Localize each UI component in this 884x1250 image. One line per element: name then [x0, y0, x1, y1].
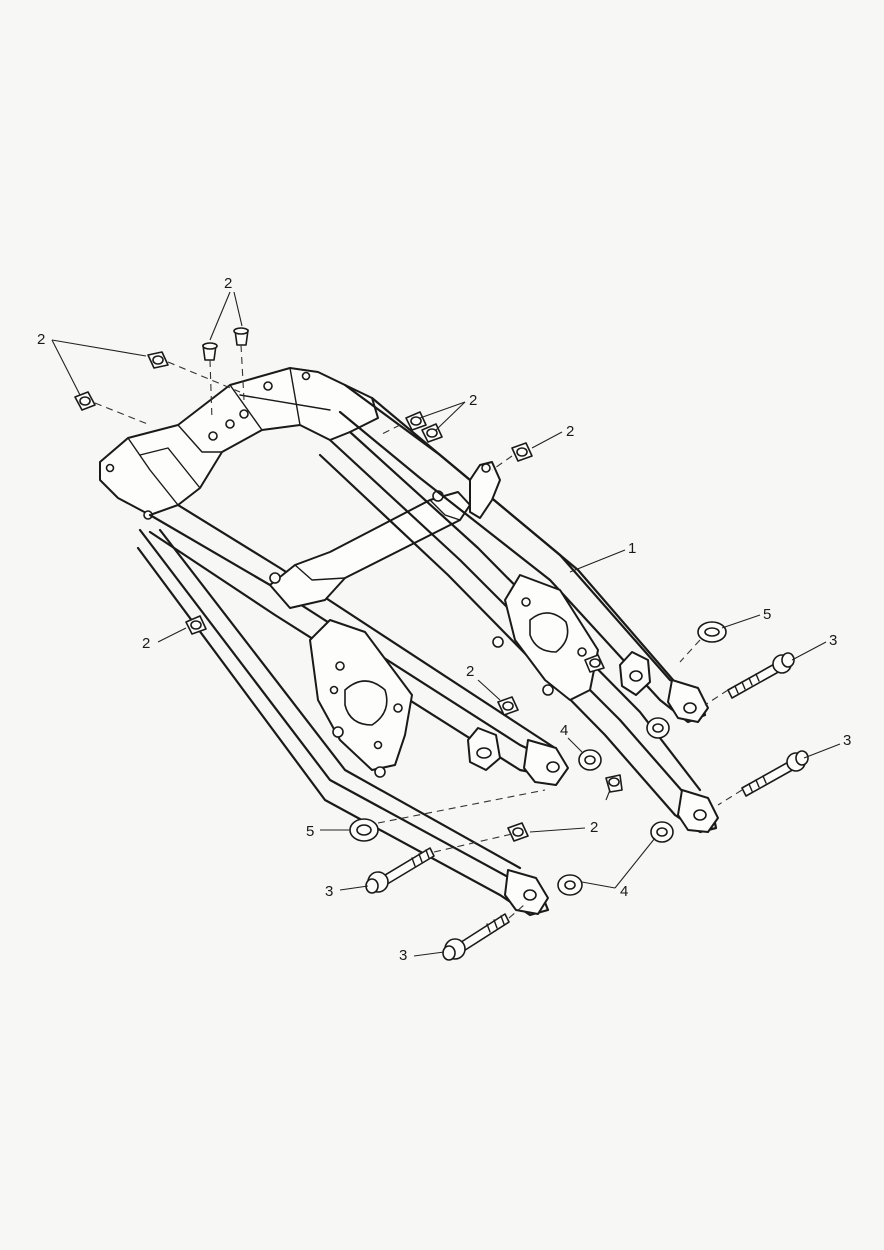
callout-2-lower-left: 2: [142, 635, 150, 652]
bolt-left-upper: [365, 847, 435, 894]
callout-3-right-upper: 3: [829, 632, 837, 649]
callout-3-left-upper: 3: [325, 883, 333, 900]
clip-nut-2: [74, 391, 96, 411]
spacer-right: [697, 621, 727, 643]
leader-lines: [51, 291, 841, 957]
bolt-right-upper: [727, 652, 795, 699]
left-lower-rail: [136, 528, 550, 917]
clip-nut-11: [507, 822, 529, 842]
clip-nut-7: [511, 442, 533, 462]
callout-3-left-lower: 3: [399, 947, 407, 964]
callout-2-right: 2: [566, 423, 574, 440]
clip-nut-9: [497, 696, 519, 716]
callout-2-left: 2: [37, 331, 45, 348]
callout-2-center: 2: [466, 663, 474, 680]
top-plate: [99, 367, 379, 516]
callout-2-top: 2: [224, 275, 232, 292]
bolt-right-lower: [741, 750, 809, 797]
callout-5-left: 5: [306, 823, 314, 840]
clip-nut-10: [605, 774, 623, 793]
rear-subframe: [99, 367, 719, 917]
flange-nut-mid: [646, 717, 670, 739]
callout-1: 1: [628, 540, 636, 557]
bolt-left-lower: [442, 913, 510, 961]
flange-nut-upper: [578, 749, 602, 771]
clip-nut-3: [202, 342, 218, 361]
clip-nut-12: [584, 654, 605, 673]
spacer-left: [349, 818, 379, 842]
callout-labels: 2 2 2 2 1 5 3 2 2 4 3 5 2 3 4 3: [37, 275, 851, 964]
flange-nut-lower-left: [557, 874, 583, 896]
callout-3-right-lower: 3: [843, 732, 851, 749]
assembly-lines: [94, 344, 743, 919]
callout-4-upper: 4: [560, 722, 568, 739]
callout-2-lower-center: 2: [590, 819, 598, 836]
clip-nut-8: [185, 615, 207, 635]
callout-4-lower: 4: [620, 883, 628, 900]
clip-nut-5: [405, 411, 427, 431]
callout-5-right: 5: [763, 606, 771, 623]
flange-nut-lower-right: [650, 821, 674, 843]
callout-2-mid-right: 2: [469, 392, 477, 409]
clip-nut-1: [147, 351, 169, 369]
clip-nut-4: [233, 327, 249, 346]
